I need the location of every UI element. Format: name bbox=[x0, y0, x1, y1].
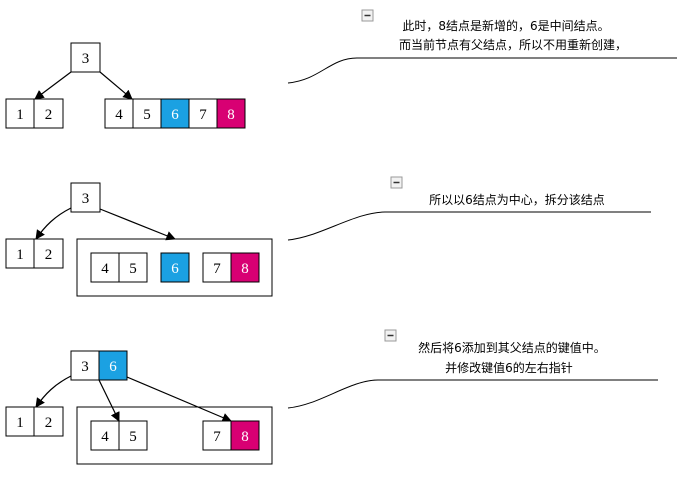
step3-callout-curve bbox=[287, 379, 658, 409]
step1-right-key-6: 6 bbox=[171, 107, 179, 123]
step1-root-node: 3 bbox=[70, 42, 101, 73]
step3-edge-right bbox=[126, 376, 232, 423]
step2-split-container bbox=[76, 238, 273, 297]
collapse-icon[interactable] bbox=[361, 9, 374, 22]
step3-right-node: 7 8 bbox=[202, 420, 260, 451]
step2-root-key: 3 bbox=[82, 191, 90, 207]
step3-edge-middle bbox=[98, 379, 120, 422]
step2-left-key-2: 2 bbox=[45, 247, 53, 263]
step1-right-key-8: 8 bbox=[227, 107, 235, 123]
collapse-icon[interactable] bbox=[384, 329, 397, 342]
step3-tree: 3 6 1 2 4 5 7 8 bbox=[5, 350, 273, 465]
step3-children-container bbox=[76, 406, 273, 465]
step2-split-key-8: 8 bbox=[241, 261, 249, 277]
step3-root-node: 3 6 bbox=[70, 350, 128, 381]
step1-right-key-4: 4 bbox=[115, 107, 123, 123]
step3-mid-node: 4 5 bbox=[90, 420, 148, 451]
step1-tree: 3 1 2 4 5 6 7 8 bbox=[5, 42, 246, 129]
step2-left-node: 1 2 bbox=[5, 238, 64, 269]
step3-note-line1: 然后将6添加到其父结点的键值中。 bbox=[418, 340, 606, 355]
collapse-icon[interactable] bbox=[390, 176, 403, 189]
step3-left-key-1: 1 bbox=[16, 415, 24, 431]
step1-annotation: 此时，8结点是新增的，6是中间结点。 而当前节点有父结点，所以不用重新创建， bbox=[287, 9, 677, 84]
step1-right-key-5: 5 bbox=[143, 107, 151, 123]
step2-edges bbox=[35, 207, 176, 241]
step3-edge-left bbox=[35, 375, 72, 408]
step3-right-key-8: 8 bbox=[241, 429, 249, 445]
step2-split-left-node: 4 5 bbox=[90, 252, 148, 283]
step2-edge-right bbox=[99, 208, 176, 241]
step3-root-key-6: 6 bbox=[109, 359, 117, 375]
step1-right-node: 4 5 6 7 8 bbox=[104, 98, 246, 129]
step3-mid-key-5: 5 bbox=[129, 429, 137, 445]
step2-left-key-1: 1 bbox=[16, 247, 24, 263]
step2-root-node: 3 bbox=[70, 182, 101, 213]
step2-split-key-7: 7 bbox=[213, 261, 221, 277]
step1-root-key: 3 bbox=[82, 51, 90, 67]
step1-callout-curve bbox=[287, 57, 677, 84]
step2-note-line1: 所以以6结点为中心，拆分该结点 bbox=[429, 192, 605, 207]
step3-annotation: 然后将6添加到其父结点的键值中。 并修改键值6的左右指针 bbox=[287, 329, 658, 409]
step1-edge-right bbox=[99, 71, 133, 100]
step1-right-key-7: 7 bbox=[199, 107, 207, 123]
step2-split-key-5: 5 bbox=[129, 261, 137, 277]
step2-annotation: 所以以6结点为中心，拆分该结点 bbox=[287, 176, 651, 241]
step3-right-key-7: 7 bbox=[213, 429, 221, 445]
step1-left-node: 1 2 bbox=[5, 98, 64, 129]
step2-split-key-4: 4 bbox=[101, 261, 109, 277]
step2-tree: 3 1 2 4 5 6 7 8 bbox=[5, 182, 273, 297]
step2-middle-key-6: 6 bbox=[171, 261, 179, 277]
step3-left-node: 1 2 bbox=[5, 406, 64, 437]
step1-left-key-2: 2 bbox=[45, 107, 53, 123]
step2-callout-curve bbox=[287, 211, 651, 241]
step1-left-key-1: 1 bbox=[16, 107, 24, 123]
step3-left-key-2: 2 bbox=[45, 415, 53, 431]
step3-root-key-3: 3 bbox=[81, 359, 89, 375]
step2-edge-left bbox=[35, 207, 72, 240]
step2-split-right-node: 7 8 bbox=[202, 252, 260, 283]
step3-edges bbox=[35, 375, 232, 423]
step3-note-line2: 并修改键值6的左右指针 bbox=[445, 360, 573, 375]
step3-mid-key-4: 4 bbox=[101, 429, 109, 445]
step1-note-line2: 而当前节点有父结点，所以不用重新创建， bbox=[399, 37, 627, 52]
step1-note-line1: 此时，8结点是新增的，6是中间结点。 bbox=[402, 18, 609, 33]
step1-edges bbox=[34, 71, 133, 100]
step1-edge-left bbox=[34, 71, 72, 100]
step2-middle-node: 6 bbox=[160, 252, 190, 283]
